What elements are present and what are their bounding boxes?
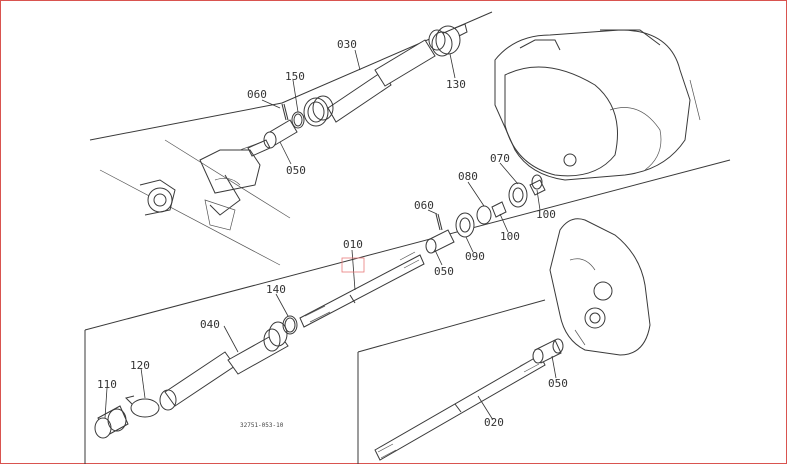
label-090: 090	[465, 250, 485, 263]
lower-left-parts	[94, 315, 298, 439]
label-140: 140	[266, 283, 286, 296]
hose-clamp-130	[435, 23, 468, 55]
label-080: 080	[458, 170, 478, 183]
label-100-right: 100	[536, 208, 556, 221]
label-120: 120	[130, 359, 150, 372]
label-040: 040	[200, 318, 220, 331]
cover-plate	[549, 218, 651, 356]
part-labels: 030 150 060 130 050 080 070 060 100 100 …	[97, 38, 568, 429]
upper-left-housing	[139, 141, 263, 231]
leader-lines	[104, 49, 557, 421]
drawing-code: 32751-053-10	[240, 422, 284, 429]
transmission-housing	[494, 29, 701, 181]
label-100-middle: 100	[500, 230, 520, 243]
label-060-upper: 060	[247, 88, 267, 101]
upper-shaft-parts	[247, 29, 453, 157]
label-150: 150	[285, 70, 305, 83]
middle-shaft-parts	[299, 174, 546, 328]
label-050-upper: 050	[286, 164, 306, 177]
label-130: 130	[446, 78, 466, 91]
lower-shaft-parts	[374, 338, 564, 461]
label-050-middle: 050	[434, 265, 454, 278]
label-110: 110	[97, 378, 117, 391]
label-010: 010	[343, 238, 363, 251]
label-070: 070	[490, 152, 510, 165]
label-050-lower: 050	[548, 377, 568, 390]
label-030: 030	[337, 38, 357, 51]
highlight-box	[341, 257, 365, 273]
label-020: 020	[484, 416, 504, 429]
label-060-middle: 060	[414, 199, 434, 212]
